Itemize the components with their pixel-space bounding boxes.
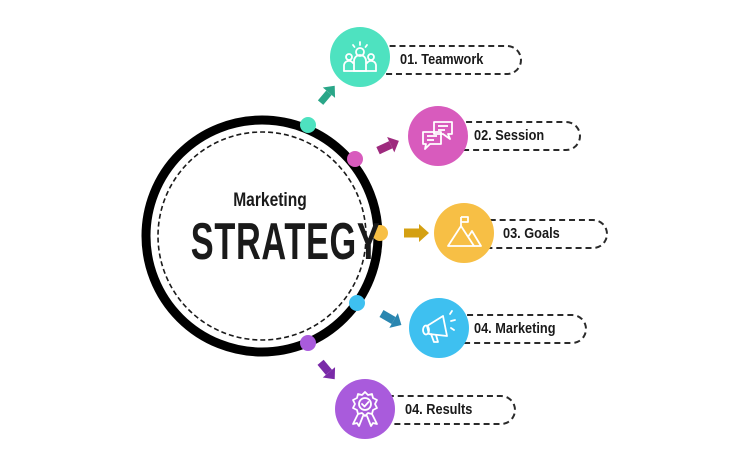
- megaphone-icon: [422, 310, 456, 343]
- step-goals-pill: [460, 219, 608, 249]
- step-session-pill: [436, 121, 581, 151]
- step-session-label: 02. Session: [474, 127, 545, 144]
- inner-dashed-ring: [157, 131, 367, 341]
- step-goals-label: 03. Goals: [503, 225, 560, 242]
- step-results-pill: [368, 395, 516, 425]
- step-results-label: 04. Results: [405, 401, 473, 418]
- arrow-teamwork-icon: [317, 85, 336, 105]
- dot-goals: [372, 225, 388, 241]
- award-badge-icon: [352, 391, 378, 427]
- step-teamwork-label: 01. Teamwork: [400, 51, 484, 68]
- step-goals-circle: [434, 203, 494, 263]
- teamwork-icon: [343, 41, 377, 72]
- step-marketing-pill: [437, 314, 587, 344]
- dot-session: [347, 151, 363, 167]
- arrow-session-icon: [376, 137, 399, 155]
- arrow-marketing-icon: [379, 310, 402, 328]
- center-title-marketing: Marketing: [233, 190, 307, 211]
- dot-teamwork: [300, 117, 316, 133]
- dot-results: [300, 335, 316, 351]
- mountain-flag-icon: [447, 216, 482, 247]
- step-teamwork-pill: [360, 45, 522, 75]
- chat-bubbles-icon: [422, 121, 453, 150]
- step-marketing-circle: [409, 298, 469, 358]
- arrow-goals-icon: [404, 224, 429, 242]
- step-session-circle: [408, 106, 468, 166]
- step-marketing-label: 04. Marketing: [474, 320, 556, 337]
- step-results-circle: [335, 379, 395, 439]
- center-title-strategy: STRATEGY: [190, 213, 381, 271]
- step-teamwork-circle: [330, 27, 390, 87]
- dot-marketing: [349, 295, 365, 311]
- arrow-results-icon: [317, 359, 336, 380]
